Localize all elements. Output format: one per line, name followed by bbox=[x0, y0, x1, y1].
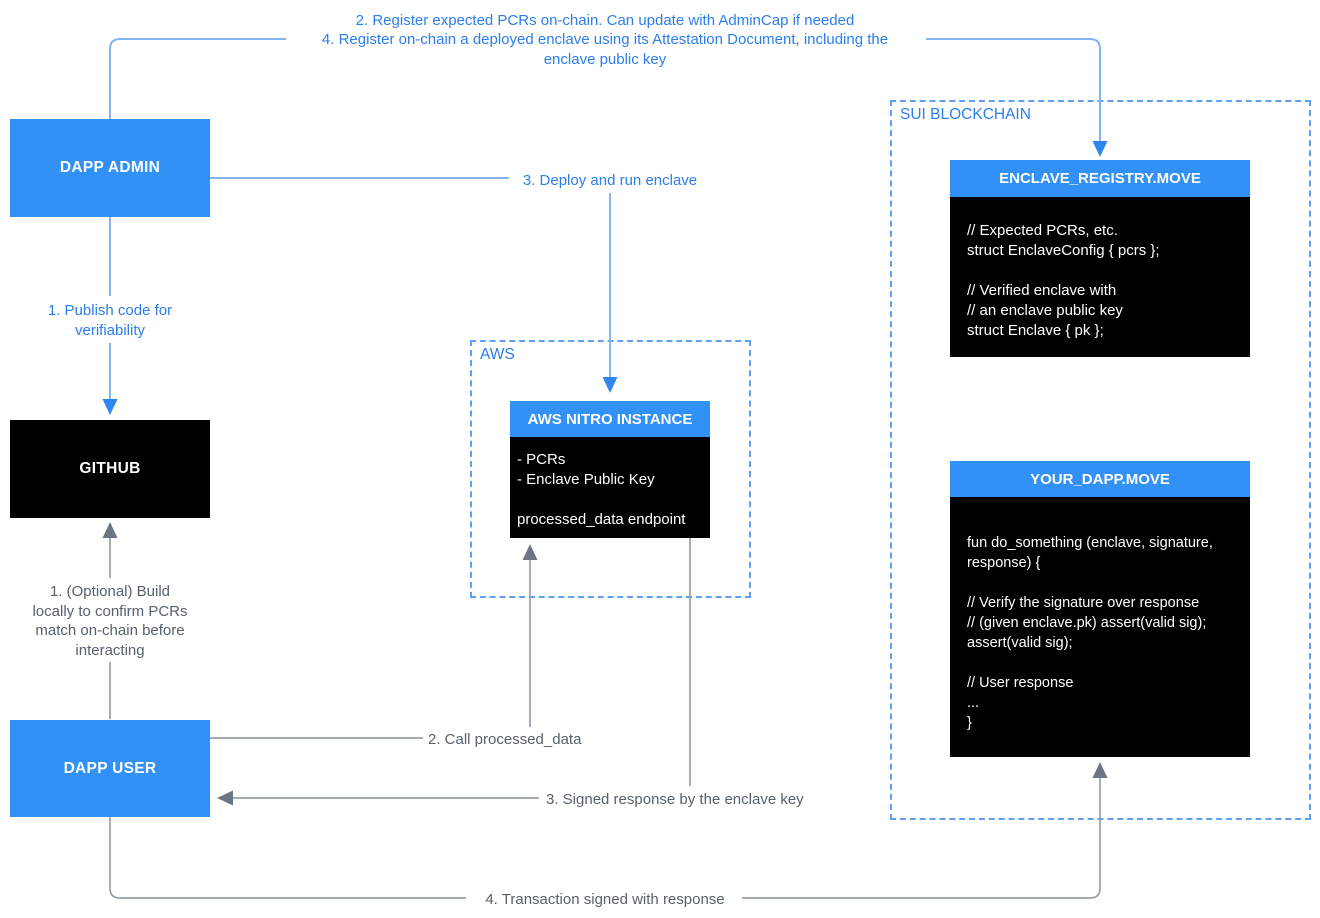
register-annotation: 2. Register expected PCRs on-chain. Can … bbox=[170, 11, 1040, 69]
arrowhead-into-github bbox=[102, 399, 118, 415]
code-line: fun do_something (enclave, signature, bbox=[967, 535, 1213, 551]
code-line bbox=[967, 261, 1244, 281]
code-line: // Expected PCRs, etc. bbox=[967, 222, 1118, 239]
dapp-user-label: DAPP USER bbox=[63, 759, 157, 777]
code-line: // (given enclave.pk) assert(valid sig); bbox=[967, 615, 1207, 631]
sui-blockchain-label: SUI BLOCKCHAIN bbox=[900, 106, 1031, 123]
optional-build-line4: interacting bbox=[75, 641, 145, 659]
arrowhead-into-dapp-user bbox=[217, 790, 233, 806]
enclave-registry-title: ENCLAVE_REGISTRY.MOVE bbox=[950, 160, 1250, 197]
code-line: ... bbox=[967, 695, 980, 711]
code-line: struct EnclaveConfig { pcrs }; bbox=[967, 242, 1160, 259]
call-annotation: 2. Call processed_data bbox=[428, 731, 582, 748]
arrowhead-into-github-bottom bbox=[102, 522, 118, 538]
optional-build-line2: locally to confirm PCRs bbox=[32, 602, 188, 620]
code-line: struct Enclave { pk }; bbox=[967, 322, 1104, 339]
register-annotation-line2: 4. Register on-chain a deployed enclave … bbox=[321, 31, 889, 49]
code-line: response) { bbox=[967, 555, 1041, 571]
your-dapp-body: fun do_something (enclave, signature, re… bbox=[950, 497, 1250, 757]
code-line: } bbox=[967, 715, 972, 731]
code-line bbox=[967, 653, 1244, 673]
code-line bbox=[967, 573, 1244, 593]
optional-build-line3: match on-chain before bbox=[35, 622, 185, 639]
code-line: // Verified enclave with bbox=[967, 282, 1117, 299]
publish-annotation-line2: verifiability bbox=[74, 322, 146, 339]
dapp-user-node: DAPP USER bbox=[10, 720, 210, 817]
github-label: GITHUB bbox=[79, 460, 141, 477]
optional-build-annotation: 1. (Optional) Build locally to confirm P… bbox=[0, 582, 220, 660]
your-dapp-title: YOUR_DAPP.MOVE bbox=[950, 461, 1250, 497]
your-dapp-card: YOUR_DAPP.MOVE fun do_something (enclave… bbox=[950, 461, 1250, 757]
enclave-registry-body: // Expected PCRs, etc. struct EnclaveCon… bbox=[950, 197, 1250, 357]
publish-annotation: 1. Publish code for verifiability bbox=[10, 301, 210, 341]
register-annotation-line1: 2. Register expected PCRs on-chain. Can … bbox=[355, 12, 855, 29]
signed-response-annotation: 3. Signed response by the enclave key bbox=[546, 791, 804, 808]
code-line bbox=[517, 490, 703, 510]
deploy-annotation: 3. Deploy and run enclave bbox=[522, 172, 698, 189]
dapp-admin-node: DAPP ADMIN bbox=[10, 119, 210, 217]
code-line: assert(valid sig); bbox=[967, 635, 1073, 651]
aws-nitro-body: - PCRs - Enclave Public Key processed_da… bbox=[510, 437, 710, 538]
aws-nitro-card: AWS NITRO INSTANCE - PCRs - Enclave Publ… bbox=[510, 401, 710, 538]
aws-container-label: AWS bbox=[480, 346, 515, 363]
publish-annotation-line1: 1. Publish code for bbox=[47, 302, 173, 319]
code-line: // an enclave public key bbox=[967, 302, 1123, 319]
optional-build-line1: 1. (Optional) Build bbox=[49, 583, 171, 600]
github-node: GITHUB bbox=[10, 420, 210, 518]
register-annotation-line3: enclave public key bbox=[543, 50, 667, 68]
aws-nitro-title: AWS NITRO INSTANCE bbox=[510, 401, 710, 437]
code-line: // Verify the signature over response bbox=[967, 595, 1200, 611]
code-line: processed_data endpoint bbox=[517, 511, 686, 528]
enclave-registry-card: ENCLAVE_REGISTRY.MOVE // Expected PCRs, … bbox=[950, 160, 1250, 357]
code-line: // User response bbox=[967, 675, 1074, 691]
dapp-admin-label: DAPP ADMIN bbox=[59, 159, 161, 176]
code-line: - Enclave Public Key bbox=[517, 471, 655, 488]
transaction-annotation: 4. Transaction signed with response bbox=[485, 891, 725, 908]
code-line: - PCRs bbox=[517, 451, 566, 468]
connector-tx-left bbox=[109, 817, 466, 899]
